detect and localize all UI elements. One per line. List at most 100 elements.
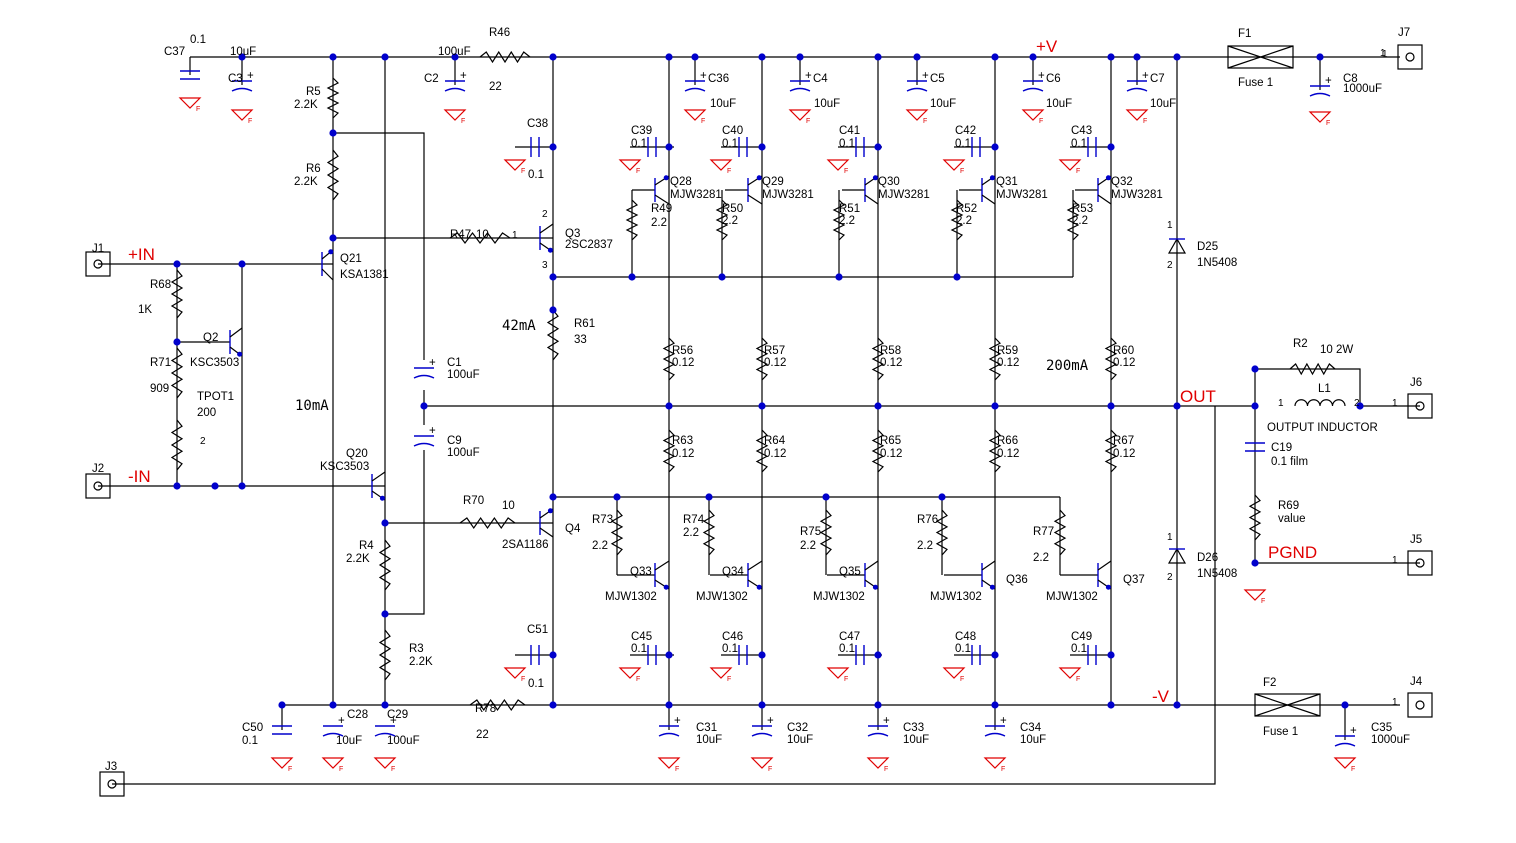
net-label-minus-v: -V (1152, 687, 1170, 706)
cap-plate (1334, 742, 1356, 747)
junction-dot (238, 260, 246, 268)
pin-number: 1 (1167, 220, 1173, 231)
net-label-plus-in: +IN (128, 245, 155, 264)
resistor-ref: TPOT1 (197, 391, 234, 403)
resistor-r46 (479, 50, 531, 64)
junction-dot (991, 701, 999, 709)
fuse-cross (1254, 693, 1321, 717)
ground-symbol: F (618, 159, 642, 175)
capacitor-upper-bypass-4 (971, 137, 981, 157)
ground-symbol: F (942, 667, 966, 683)
junction-dot (238, 53, 246, 61)
resistor-base-upper-4 (950, 199, 964, 241)
transistor-leg (1097, 194, 1112, 205)
plus-sign: + (1350, 725, 1357, 737)
resistor-value: 2.2K (409, 656, 433, 668)
capacitor-ref: C36 (708, 73, 729, 85)
capacitor-value: 0.1 (631, 643, 647, 655)
cap-plate (322, 732, 344, 737)
capacitor-upper-bulk-4: + (1022, 70, 1045, 92)
ground-triangle (826, 667, 850, 679)
labels: +V-V+IN-INOUTPGND10mA42mA200mAC370.1C310… (92, 27, 1423, 773)
transistor-part: 2SC2837 (565, 239, 613, 251)
resistor-value: 22 (489, 81, 502, 93)
resistor-value: value (1278, 513, 1306, 525)
capacitor-ref: C2 (424, 73, 439, 85)
emitter-arrow (663, 584, 669, 590)
resistor-value: 2.2 (839, 215, 855, 227)
connector-pin (93, 259, 103, 269)
fuse-body (1227, 45, 1294, 69)
ground-mark: F (196, 106, 200, 113)
capacitor-lower-bypass-1 (647, 645, 657, 665)
ground-mark: F (960, 676, 964, 683)
junction-dot (173, 260, 181, 268)
resistor-value: 0.12 (880, 448, 902, 460)
wire (988, 337, 1002, 381)
resistor-value: 2.2 (956, 215, 972, 227)
connector-ref: J3 (105, 761, 117, 773)
transistor-upper-5 (1097, 175, 1112, 205)
capacitor-c2: + (444, 70, 467, 92)
transistor-lower-1 (654, 560, 670, 590)
resistor-value: 2.2 (917, 540, 933, 552)
transistor-lower-2 (747, 560, 763, 590)
resistor-base-lower-5 (1053, 509, 1067, 556)
transistor-upper-3 (864, 175, 879, 205)
junction-dot (796, 53, 804, 61)
capacitor-ref: C46 (722, 631, 743, 643)
emitter-arrow (756, 584, 762, 590)
transistor-upper-1 (654, 175, 670, 205)
transistor-part: MJW1302 (605, 591, 657, 603)
ground-mark: F (636, 168, 640, 175)
resistor-ref: R75 (800, 526, 821, 538)
resistor-base-lower-4 (935, 509, 949, 556)
connector-pin (1415, 401, 1425, 411)
potentiometer-tpot1 (170, 419, 184, 471)
junction-dot (991, 143, 999, 151)
transistor-q3 (539, 223, 554, 253)
junction-dot (381, 519, 389, 527)
capacitor-lower-bypass-5 (1087, 645, 1097, 665)
junction-dot (278, 701, 286, 709)
resistor-ref: R46 (489, 27, 510, 39)
capacitor-ref: C40 (722, 125, 743, 137)
capacitor-c35: + (1334, 725, 1357, 747)
resistor-value: 2.2 (722, 215, 738, 227)
plus-sign: + (922, 70, 929, 82)
cap-plate (1309, 92, 1331, 97)
cap-plate (231, 87, 253, 92)
ground-mark: F (1326, 120, 1330, 127)
capacitor-value: 10uF (696, 734, 722, 746)
transistor-part: KSA1381 (340, 269, 389, 281)
transistor-ref: Q4 (565, 523, 581, 535)
connector-body (1407, 692, 1433, 718)
capacitor-upper-bypass-2 (738, 137, 748, 157)
capacitor-ref: C47 (839, 631, 860, 643)
ground-mark: F (727, 676, 731, 683)
ground-symbol: F (866, 757, 890, 773)
ground-mark: F (844, 676, 848, 683)
connector-ref: J6 (1410, 377, 1422, 389)
junction-dot (991, 53, 999, 61)
capacitor-ref: C38 (527, 118, 548, 130)
resistor-value: 2.2 (1072, 215, 1088, 227)
pin-number: 2 (542, 209, 548, 220)
junction-dot (1107, 651, 1115, 659)
junction-dot (549, 651, 557, 659)
diode-ref: D25 (1197, 241, 1218, 253)
resistor-base-upper-2 (715, 199, 729, 241)
resistor-r47 (449, 232, 511, 244)
wire (1289, 362, 1336, 376)
capacitor-value: 0.1 (722, 138, 738, 150)
resistor-ref: R6 (306, 163, 321, 175)
ground-triangle (503, 667, 527, 679)
resistor-ref: R73 (592, 514, 613, 526)
capacitor-value: 10uF (814, 98, 840, 110)
transistor-leg (864, 560, 879, 571)
junction-dot (835, 273, 843, 281)
diode-body (1167, 237, 1187, 254)
emitter-arrow (379, 495, 385, 501)
capacitor-ref: C9 (447, 435, 462, 447)
transistor-ref: Q28 (670, 176, 692, 188)
